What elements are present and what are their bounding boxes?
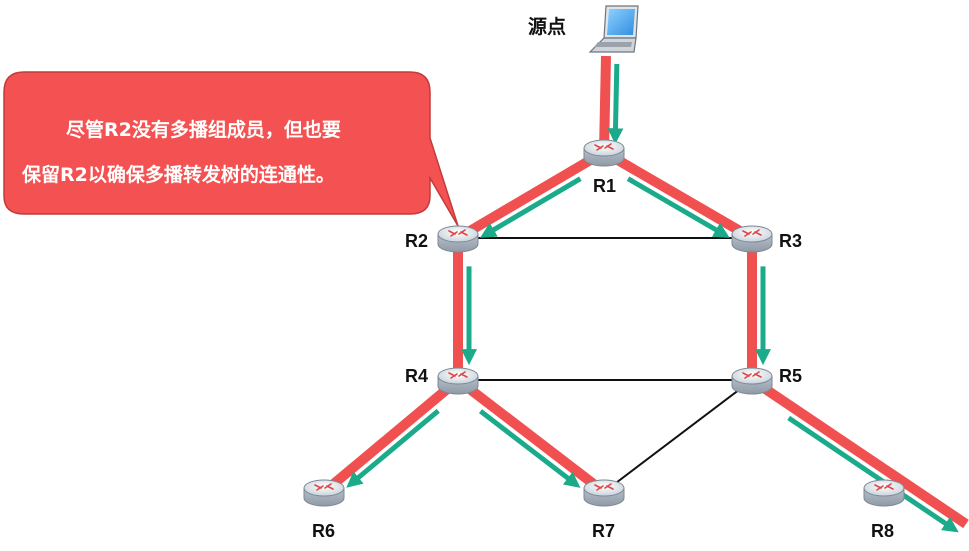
- tree-edge-R5-R8: [749, 375, 969, 529]
- router-r8: R8: [863, 479, 905, 541]
- router-icon: [731, 367, 773, 395]
- router-icon: [437, 225, 479, 253]
- router-r1: R1: [583, 139, 625, 196]
- callout-bubble: [3, 71, 459, 227]
- arrow-R4-R7: [478, 409, 581, 488]
- source-label: 源点: [528, 15, 566, 38]
- router-label: R6: [312, 521, 335, 541]
- callout-line-2: 保留R2以确保多播转发树的连通性。: [22, 164, 335, 186]
- router-label: R4: [405, 366, 428, 386]
- router-icon: [863, 479, 905, 507]
- callout-line-1: 尽管R2没有多播组成员，但也要: [66, 119, 341, 141]
- link-R5-R7: [603, 379, 753, 493]
- router-r5: R5: [731, 366, 802, 395]
- router-icon: [731, 225, 773, 253]
- router-label: R8: [871, 521, 894, 541]
- tree-edge-R1-R2: [455, 147, 607, 243]
- tree-edge-src-R1: [599, 55, 611, 153]
- router-icon: [583, 139, 625, 167]
- tree-edge-R1-R3: [601, 147, 755, 243]
- router-icon: [303, 479, 345, 507]
- source-laptop: [588, 5, 639, 53]
- tree-edge-R4-R7: [454, 376, 608, 496]
- arrow-R5-R8: [787, 415, 959, 533]
- router-r7: R7: [583, 479, 625, 541]
- router-r2: R2: [405, 225, 479, 253]
- arrow-R1-R3: [626, 176, 730, 238]
- router-icon: [437, 367, 479, 395]
- router-r4: R4: [405, 366, 479, 395]
- router-label: R7: [592, 521, 615, 541]
- router-label: R5: [779, 366, 802, 386]
- router-label: R2: [405, 231, 428, 251]
- laptop-icon: [588, 5, 639, 53]
- arrow-R1-R2: [479, 176, 582, 238]
- router-label: R1: [593, 176, 616, 196]
- router-label: R3: [779, 231, 802, 251]
- router-icon: [583, 479, 625, 507]
- router-r6: R6: [303, 479, 345, 541]
- callout-text: 尽管R2没有多播组成员，但也要 保留R2以确保多播转发树的连通性。: [22, 108, 422, 198]
- forwarding-arrows: [346, 63, 959, 533]
- arrow-R4-R6: [346, 408, 440, 488]
- router-r3: R3: [731, 225, 802, 253]
- tree-edge-R4-R6: [320, 376, 462, 496]
- arrow-src-R1: [607, 63, 624, 145]
- network-links: [458, 237, 753, 493]
